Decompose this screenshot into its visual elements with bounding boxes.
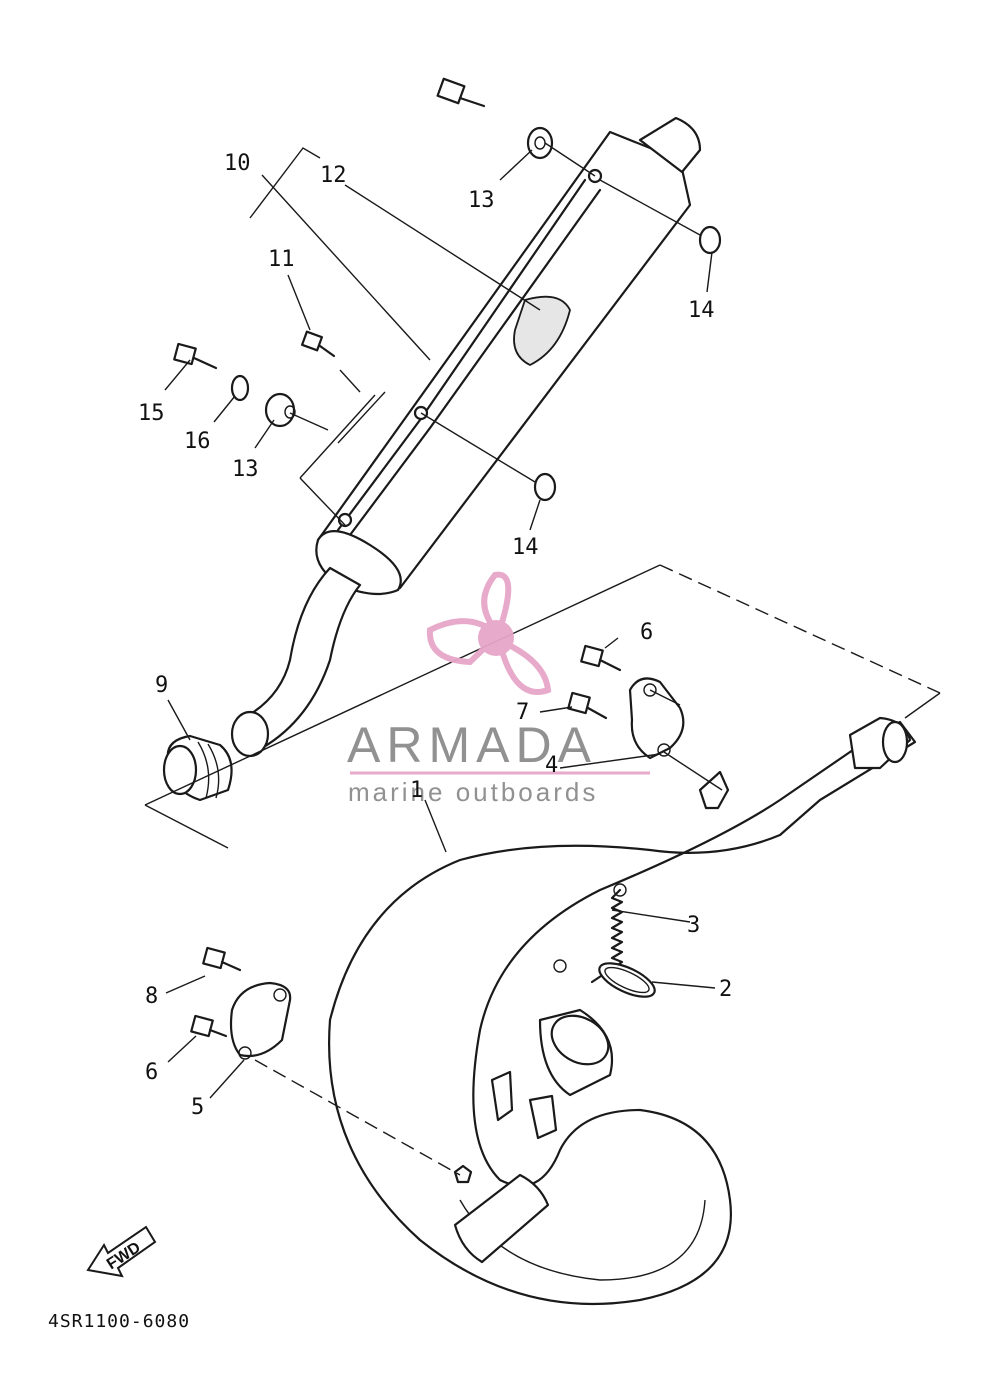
collar-14-upper (698, 225, 722, 255)
label-14-upper: 14 (688, 298, 715, 323)
watermark-subtitle: marine outboards (348, 777, 598, 807)
label-16: 16 (184, 429, 211, 454)
label-6-lower: 6 (145, 1060, 158, 1085)
label-9: 9 (155, 673, 168, 698)
spring-3 (553, 883, 627, 984)
label-4: 4 (545, 753, 558, 778)
bolt-7 (567, 691, 608, 720)
grommet-13-lower (264, 392, 296, 428)
label-11: 11 (268, 247, 295, 272)
label-15: 15 (138, 401, 165, 426)
bolt-8 (202, 946, 242, 972)
label-1: 1 (410, 778, 423, 803)
fwd-arrow: FWD (86, 1225, 157, 1278)
muffler-assembly (230, 116, 702, 758)
label-2: 2 (719, 977, 732, 1002)
bolt-6-upper (580, 644, 622, 672)
propeller-logo (426, 571, 552, 695)
bolt-11 (300, 330, 336, 358)
assembly-lines (144, 142, 941, 1176)
label-7: 7 (516, 700, 529, 725)
part-labels: 10 12 13 11 14 15 16 13 14 6 9 7 4 1 3 2… (138, 151, 732, 1120)
label-12: 12 (320, 163, 347, 188)
label-3: 3 (687, 913, 700, 938)
label-13-upper: 13 (468, 188, 495, 213)
exhaust-pipe (328, 716, 917, 1306)
grommet-13-upper (526, 126, 554, 160)
o-ring-2 (598, 962, 656, 998)
label-8: 8 (145, 984, 158, 1009)
leader-lines (164, 149, 716, 1099)
bolt-6-lower (190, 1014, 228, 1038)
bracket-5 (229, 981, 292, 1060)
label-14-lower: 14 (512, 535, 539, 560)
drawing-code: 4SR1100-6080 (48, 1311, 190, 1332)
watermark-title: ARMADA (347, 717, 597, 773)
label-10: 10 (224, 151, 251, 176)
bolt-top (436, 77, 486, 108)
bolt-15 (173, 342, 218, 370)
label-13-lower: 13 (232, 457, 259, 482)
label-6-upper: 6 (640, 620, 653, 645)
collar-14-lower (533, 472, 557, 502)
watermark: ARMADA marine outboards (347, 571, 650, 807)
bracket-4 (628, 677, 685, 760)
washer-16 (230, 374, 250, 402)
gasket-9 (162, 734, 233, 802)
label-5: 5 (191, 1095, 204, 1120)
